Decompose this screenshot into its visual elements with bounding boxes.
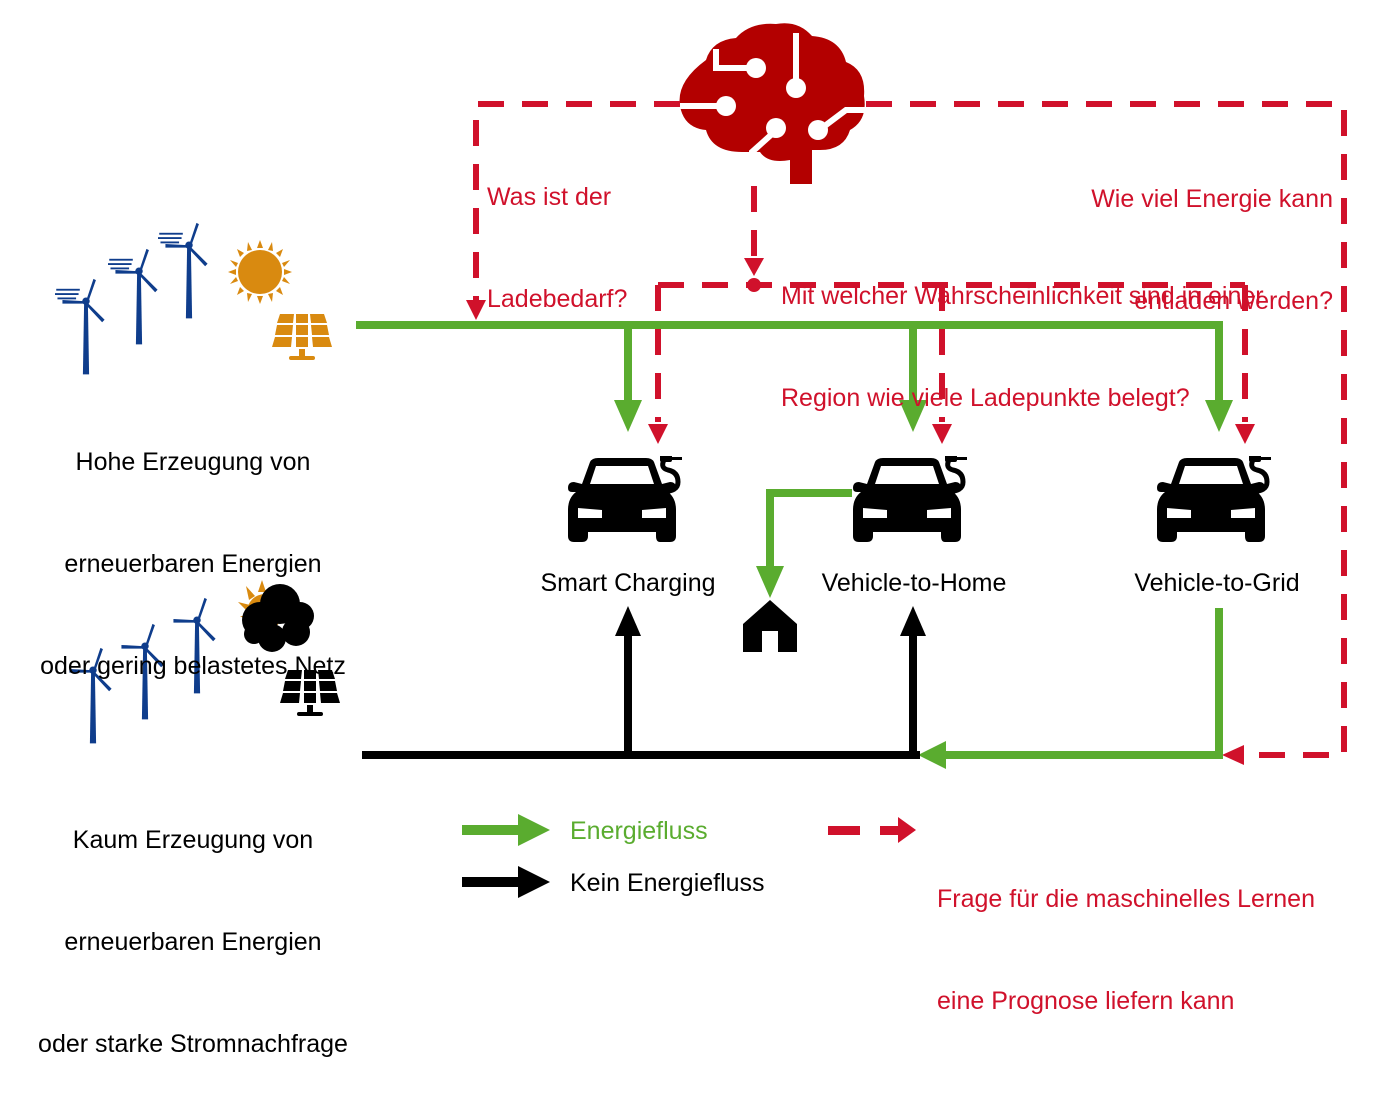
wind-turbine-icon bbox=[107, 249, 158, 344]
high-generation-icons bbox=[54, 223, 208, 374]
energy-flow-top bbox=[356, 321, 1223, 759]
legend-no-energy-flow-arrow bbox=[462, 866, 550, 898]
ml-arrow-v2h bbox=[932, 424, 952, 444]
legend-energy-flow-label: Energiefluss bbox=[570, 817, 708, 845]
ml-arrowheads bbox=[466, 258, 1255, 765]
question-line: entladen werden? bbox=[1134, 287, 1333, 315]
question-line: Was ist der bbox=[487, 183, 612, 211]
use-case-label-smart-charging: Smart Charging bbox=[540, 569, 716, 597]
question-line: Region wie viele Ladepunkte belegt? bbox=[781, 384, 1190, 412]
legend-ml-question-label: Frage für die maschinelles Lernen eine P… bbox=[937, 814, 1315, 1052]
scenario-line: Hohe Erzeugung von bbox=[75, 448, 311, 476]
question-line: Mit welcher Wahrscheinlichkeit sind in e… bbox=[781, 282, 1264, 310]
legend-no-energy-flow-label: Kein Energiefluss bbox=[570, 869, 765, 897]
ml-arrow-smart-charging bbox=[648, 424, 668, 444]
legend-line: Frage für die maschinelles Lernen bbox=[937, 885, 1315, 913]
house-icon bbox=[743, 600, 797, 652]
electric-car-icon-smart-charging bbox=[568, 448, 682, 542]
use-case-label-v2g: Vehicle-to-Grid bbox=[1134, 569, 1300, 597]
scenario-high-generation-label: Hohe Erzeugung von erneuerbaren Energien… bbox=[0, 377, 386, 717]
legend-line: eine Prognose liefern kann bbox=[937, 987, 1235, 1015]
scenario-low-generation-label: Kaum Erzeugung von erneuerbaren Energien… bbox=[0, 755, 386, 1095]
electric-car-icon-v2h bbox=[853, 448, 967, 542]
scenario-line: Kaum Erzeugung von bbox=[72, 826, 314, 854]
ml-question-charging-demand: Was ist der Ladebedarf? bbox=[487, 112, 627, 350]
ml-question-occupancy: Mit welcher Wahrscheinlichkeit sind in e… bbox=[781, 211, 1264, 449]
electric-car-icon-v2g bbox=[1157, 448, 1271, 542]
cloud-sun-icon bbox=[238, 580, 314, 652]
ml-path-charging-demand bbox=[473, 101, 680, 300]
energy-v2g-to-grid bbox=[940, 608, 1223, 759]
brain-circuit-icon bbox=[673, 23, 867, 187]
wind-turbine-icon bbox=[54, 279, 105, 374]
ml-path-discharge bbox=[866, 101, 1347, 758]
sun-icon bbox=[228, 240, 292, 304]
question-line: Wie viel Energie kann bbox=[1091, 185, 1333, 213]
energy-v2h-to-house bbox=[766, 489, 852, 568]
diagram-canvas bbox=[0, 23, 1347, 898]
legend-energy-flow-arrow bbox=[462, 814, 550, 846]
no-energy-arrowheads bbox=[615, 606, 926, 636]
no-energy-flow-bottom bbox=[362, 636, 920, 759]
scenario-line: erneuerbaren Energien bbox=[64, 550, 322, 578]
ml-arrow-discharge bbox=[1222, 745, 1244, 765]
ml-arrow-occupancy bbox=[744, 258, 764, 276]
ml-arrow-charging-demand bbox=[466, 300, 486, 320]
legend-ml-question-arrow bbox=[828, 817, 916, 843]
question-line: Ladebedarf? bbox=[487, 285, 628, 313]
energy-bus-top bbox=[356, 321, 1223, 400]
wind-turbine-icon bbox=[157, 223, 208, 318]
use-case-label-v2h: Vehicle-to-Home bbox=[821, 569, 1007, 597]
ml-arrow-v2g bbox=[1235, 424, 1255, 444]
scenario-line: oder gering belastetes Netz bbox=[40, 652, 346, 680]
ml-question-discharge: Wie viel Energie kann entladen werden? bbox=[1030, 114, 1333, 352]
energy-arrowheads bbox=[614, 400, 1233, 769]
scenario-line: erneuerbaren Energien bbox=[64, 928, 322, 956]
solar-panel-icon bbox=[272, 314, 332, 360]
scenario-line: oder starke Stromnachfrage bbox=[38, 1030, 348, 1058]
ml-junction-dot bbox=[747, 278, 761, 292]
